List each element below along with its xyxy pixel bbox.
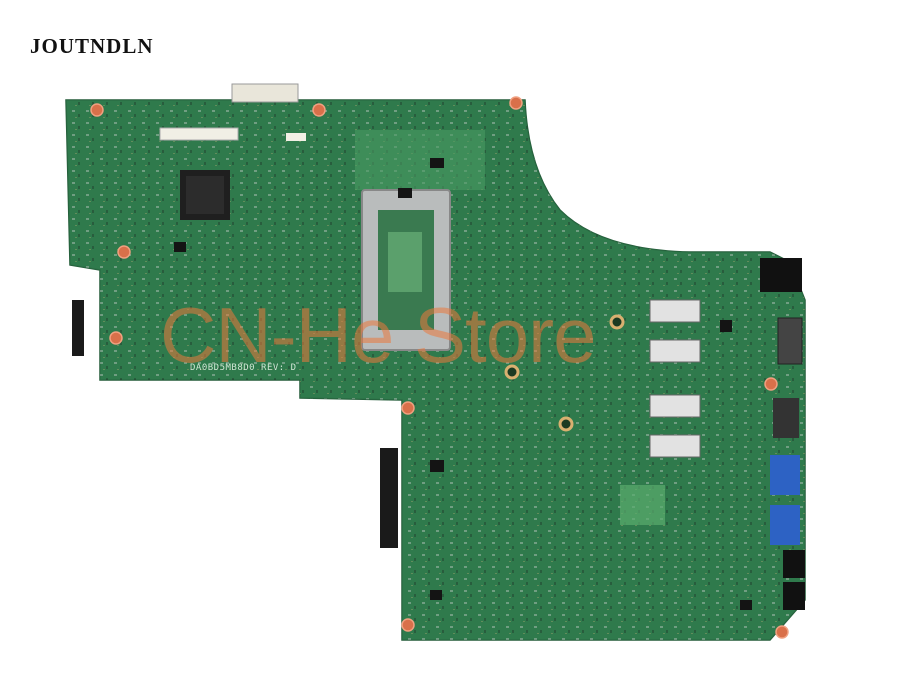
side-ports <box>760 258 805 610</box>
brand-logo: JOUTNDLN <box>30 34 154 58</box>
pcb-region <box>620 485 665 525</box>
sata-connector <box>72 300 84 356</box>
lvds-connector <box>159 127 239 141</box>
sata-connector <box>380 448 398 548</box>
store-watermark: CN-He Store <box>160 291 596 379</box>
fan-connector <box>286 133 306 141</box>
power-connector <box>231 83 299 103</box>
board-silkscreen: DA0BD5MB8D0 REV: D <box>190 363 297 373</box>
pcb-region <box>355 130 485 190</box>
ram-chips <box>649 299 701 458</box>
